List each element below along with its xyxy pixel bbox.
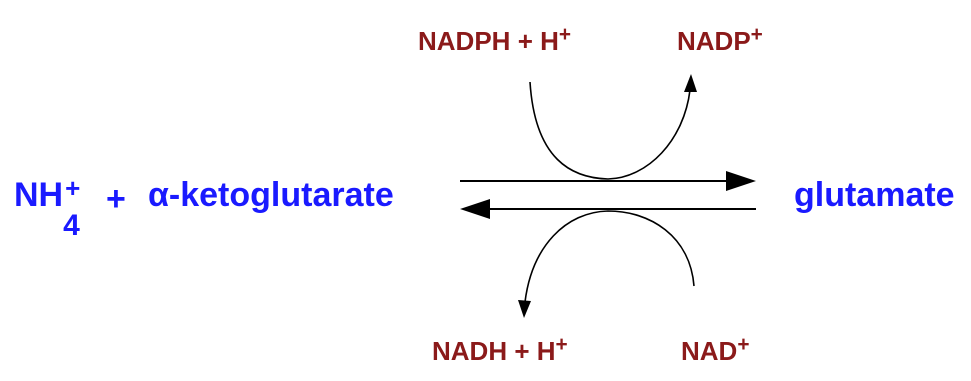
ammonium-base: NH [14,176,64,214]
forward-reaction-arrow [460,171,756,191]
nadh-name: NADH [432,336,508,366]
alpha-ketoglutarate-label: α-ketoglutarate [148,178,394,212]
ammonium-charge: + [65,173,81,203]
ammonium-label: NH+4 [14,175,80,241]
reverse-reaction-arrow [460,199,756,219]
nad-name: NAD [681,336,738,366]
nadh-proton-charge: + [555,332,568,356]
ketoglutarate-text: -ketoglutarate [168,176,394,214]
nadh-proton: H [536,336,556,366]
glutamate-label: glutamate [794,176,955,214]
ammonium-charge-stack: +4 [63,175,80,241]
nadph-h-label: NADPH + H+ [418,24,571,56]
nadph-name: NADPH [418,26,511,56]
ammonium-subscript: 4 [63,209,80,242]
nadph-plus: + [517,26,533,56]
nadph-proton-charge: + [558,22,572,46]
nadp-charge: + [750,22,763,46]
nadh-h-label: NADH + H+ [432,334,568,366]
nadph-proton: H [540,26,559,56]
nadph-to-nadp-curve-arrow [529,74,697,180]
nad-to-nadh-curve-arrow [518,210,695,318]
nadp-name: NADP [677,26,751,56]
nad-label: NAD+ [681,334,750,366]
reactant-plus-sign: + [106,180,126,218]
nadh-plus: + [514,336,530,366]
nadp-label: NADP+ [677,24,763,56]
alpha-symbol: α [148,176,169,214]
nad-charge: + [737,332,750,356]
